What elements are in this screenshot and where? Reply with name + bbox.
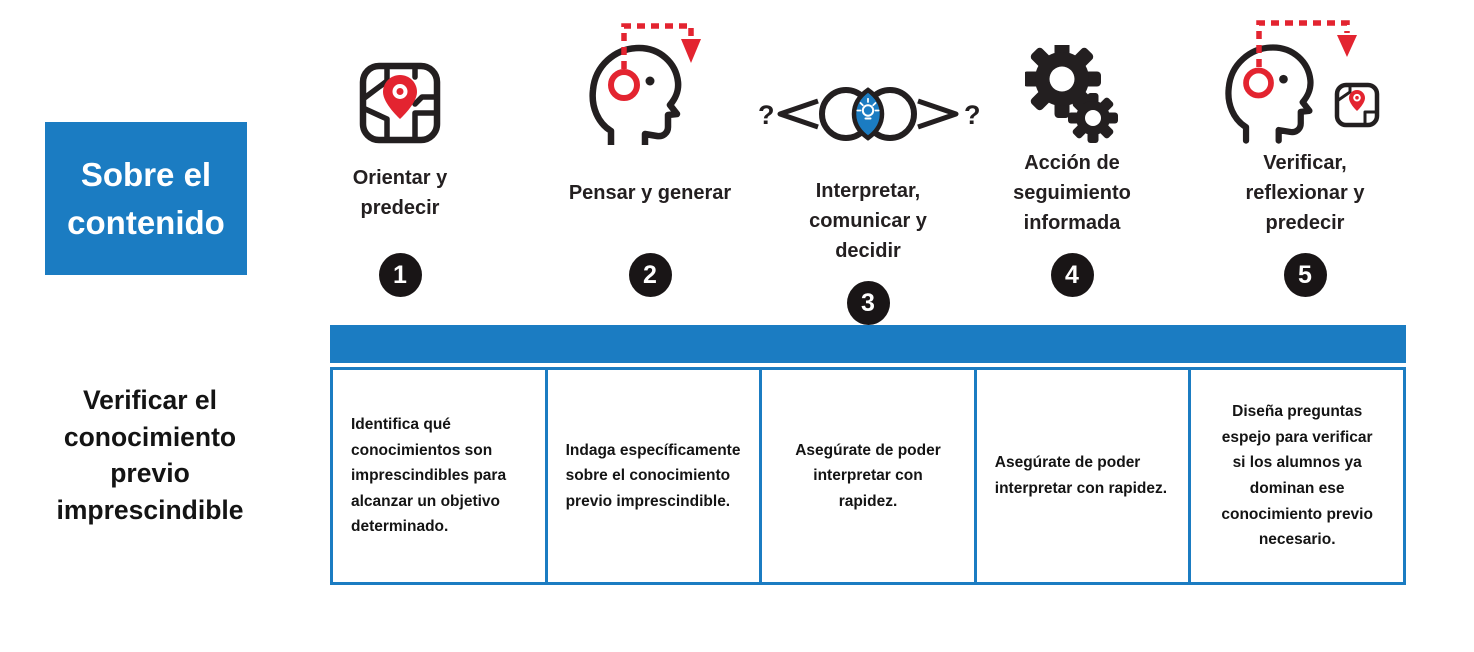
step-5-number-badge: 5 <box>1283 253 1327 297</box>
step-4-label: Acción de seguimiento informada <box>1013 151 1131 234</box>
table-cell-4-text: Asegúrate de poder interpretar con rapid… <box>994 454 1168 497</box>
step-4-number-badge: 4 <box>1050 253 1094 297</box>
table-cell-4: Asegúrate de poder interpretar con rapid… <box>976 370 1189 582</box>
step-2: Pensar y generar 2 <box>535 15 765 297</box>
head-map-icon <box>1224 20 1379 144</box>
map-pin-icon <box>359 62 441 144</box>
head-idea-icon <box>589 23 701 145</box>
step-5-label: Verificar, reflexionar y predecir <box>1245 151 1365 234</box>
eye-insight-icon: ? ? <box>758 87 981 141</box>
step-5: Verificar, reflexionar y predecir 5 <box>1190 15 1420 297</box>
step-3-number-badge: 3 <box>846 281 890 325</box>
question-mark-left: ? <box>758 100 775 130</box>
step-3: ? ? Interpretar, comunicar y decidir 3 <box>753 15 983 325</box>
table-cell-5-text: Diseña preguntas espejo para verificar s… <box>1221 403 1373 549</box>
gears-icon <box>1024 45 1118 143</box>
table-body-row: Identifica qué conocimientos son impresc… <box>330 367 1406 585</box>
table-cell-5: Diseña preguntas espejo para verificar s… <box>1191 370 1403 582</box>
table-header-bar <box>330 325 1406 363</box>
step-4: Acción de seguimiento informada 4 <box>957 15 1187 297</box>
table-cell-2-text: Indaga específicamente sobre el conocimi… <box>565 441 741 510</box>
step-2-number-badge: 2 <box>628 253 672 297</box>
content-title: Sobre el contenido <box>67 155 225 241</box>
table-cell-3-text: Asegúrate de poder interpretar con rapid… <box>795 441 941 510</box>
table-cell-1-text: Identifica qué conocimientos son impresc… <box>351 416 507 536</box>
step-2-label: Pensar y generar <box>568 181 732 204</box>
step-1: Orientar y predecir 1 <box>285 15 515 297</box>
table-cell-2: Indaga específicamente sobre el conocimi… <box>547 370 760 582</box>
step-1-number-badge: 1 <box>378 253 422 297</box>
table-cell-3: Asegúrate de poder interpretar con rapid… <box>762 370 974 582</box>
table-cell-1: Identifica qué conocimientos son impresc… <box>333 370 545 582</box>
step-1-label: Orientar y predecir <box>352 166 448 219</box>
content-table: Identifica qué conocimientos son impresc… <box>330 325 1406 585</box>
step-3-label: Interpretar, comunicar y decidir <box>809 179 927 262</box>
question-mark-right: ? <box>964 100 981 130</box>
content-title-box: Sobre el contenido <box>45 122 247 275</box>
row-label: Verificar el conocimiento previo impresc… <box>56 385 244 525</box>
